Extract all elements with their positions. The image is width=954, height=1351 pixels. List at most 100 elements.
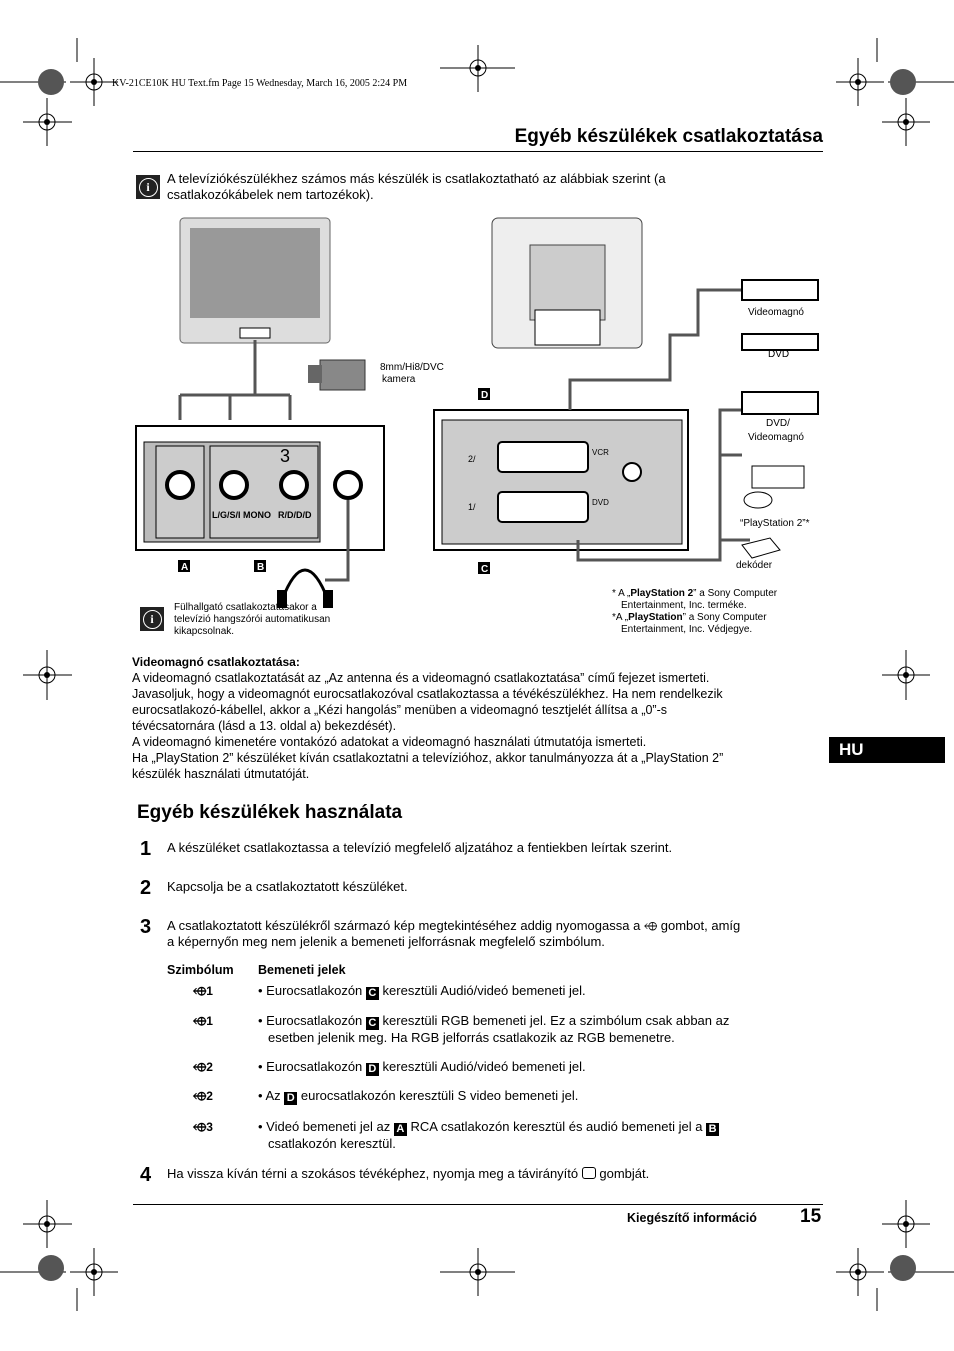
vcr-side-label: VCR: [592, 448, 609, 457]
playstation-device: [743, 465, 805, 509]
step-text: Kapcsolja be a csatlakoztatott készüléke…: [167, 879, 408, 894]
vcr-line: eurocsatlakozó-kábellel, akkor a „Kézi h…: [132, 703, 668, 717]
connector-box: D: [284, 1092, 298, 1105]
vcr-device: [741, 279, 819, 301]
step-number: 3: [140, 916, 152, 938]
scart2-label: 2/: [468, 454, 476, 464]
note-line: Fülhallgató csatlakoztatásakor a: [174, 602, 317, 613]
table-row: • Eurocsatlakozón D keresztüli Audió/vid…: [258, 1059, 586, 1076]
dvd-side-label: DVD: [592, 498, 609, 507]
jack-label-right: R/D/D/D: [278, 510, 312, 520]
note-info-icon: i: [140, 607, 164, 631]
connection-diagram: 8mm/Hi8/DVC kamera 3 L/G/S/I MONO R/D/D/…: [135, 217, 819, 608]
vcr-section: Videomagnó csatlakoztatása: A videomagnó…: [132, 654, 723, 782]
page-number: 15: [800, 1206, 822, 1227]
table-header-signal: Bemeneti jelek: [258, 963, 346, 977]
row-text: csatlakozón keresztül.: [268, 1136, 396, 1151]
input-symbol: ⬲1: [193, 1014, 213, 1029]
row-text: • Eurocsatlakozón: [258, 1013, 363, 1028]
fn-brand: PlayStation: [628, 612, 683, 623]
note-line: televízió hangszórói automatikusan: [174, 614, 331, 625]
input-icon: ⬲: [193, 1060, 207, 1074]
title-rule: [133, 151, 823, 152]
section-title: Egyéb készülékek csatlakoztatása: [514, 126, 823, 147]
row-text: keresztüli Audió/videó bemeneti jel.: [382, 983, 586, 998]
dvd-vcr-device: [741, 391, 819, 415]
info-icon: i: [136, 175, 160, 199]
usage-title: Egyéb készülékek használata: [137, 802, 403, 823]
row-text: • Az: [258, 1088, 281, 1103]
step-4-text: Ha vissza kíván térni a szokásos tévékép…: [167, 1166, 649, 1182]
row-text: esetben jelenik meg. Ha RGB jelforrás cs…: [268, 1030, 675, 1045]
connector-box: C: [365, 1017, 379, 1030]
step-number: 1: [140, 838, 152, 860]
vcr-line: Javasoljuk, hogy a videomagnót eurocsatl…: [132, 687, 723, 701]
footer-label: Kiegészítő információ: [627, 1211, 757, 1225]
step-text: gombot, amíg: [660, 918, 741, 933]
symbol-number: 1: [206, 984, 213, 998]
step-text: a képernyőn meg nem jelenik a bemeneti j…: [167, 934, 605, 949]
table-row: • Videó bemeneti jel az A RCA csatlakozó…: [258, 1119, 720, 1152]
step-text: A csatlakoztatott készülékről származó k…: [167, 918, 641, 933]
file-header: KV-21CE10K HU Text.fm Page 15 Wednesday,…: [112, 78, 408, 89]
vcr-label: Videomagnó: [748, 307, 804, 318]
label-d: D: [481, 390, 488, 401]
connector-box: B: [706, 1123, 720, 1136]
headphones-illustration: [277, 568, 333, 608]
fn-text: ” a Sony Computer: [682, 612, 767, 623]
row-text: • Eurocsatlakozón: [258, 1059, 363, 1074]
input-symbol: ⬲3: [193, 1120, 213, 1135]
input-symbol: ⬲2: [193, 1060, 213, 1075]
input-symbol: ⬲1: [193, 984, 213, 999]
dvd-vcr-label-2: Videomagnó: [748, 432, 804, 443]
row-text: eurocsatlakozón keresztüli S video bemen…: [300, 1088, 579, 1103]
table-row: • Az D eurocsatlakozón keresztüli S vide…: [258, 1088, 578, 1105]
language-tab: HU: [829, 737, 945, 763]
step-text: Ha vissza kíván térni a szokásos tévékép…: [167, 1166, 579, 1181]
table-header-symbol: Szimbólum: [167, 963, 234, 977]
row-text: keresztüli Audió/videó bemeneti jel.: [382, 1059, 586, 1074]
tv-rear-illustration: [491, 217, 643, 349]
fn-text: Entertainment, Inc. terméke.: [621, 600, 747, 611]
vcr-line: A videomagnó csatlakoztatását az „Az ant…: [132, 671, 710, 685]
camcorder-illustration: [308, 359, 366, 391]
label-c: C: [481, 564, 488, 575]
step-text: A készüléket csatlakoztassa a televízió …: [167, 840, 673, 855]
dvd-vcr-label-1: DVD/: [766, 418, 790, 429]
front-jack-panel: 3 L/G/S/I MONO R/D/D/D: [135, 425, 385, 551]
fn-brand: PlayStation 2: [630, 588, 694, 599]
vcr-line: Ha „PlayStation 2” készüléket kíván csat…: [132, 751, 724, 765]
row-text: keresztüli RGB bemeneti jel. Ez a szimbó…: [382, 1013, 730, 1028]
intro-text: A televíziókészülékhez számos más készül…: [167, 171, 666, 203]
symbol-number: 2: [206, 1060, 213, 1074]
footnote-2: *A „PlayStation” a Sony Computer: [612, 612, 777, 624]
note-line: kikapcsolnak.: [174, 626, 235, 637]
dvd-device: [741, 333, 819, 351]
connector-box: A: [393, 1123, 407, 1136]
footnotes: * A „PlayStation 2” a Sony Computer Ente…: [612, 588, 777, 636]
intro-line: A televíziókészülékhez számos más készül…: [167, 171, 666, 186]
ps2-label: “PlayStation 2”*: [740, 518, 810, 529]
camera-label-2: kamera: [382, 374, 416, 385]
input-symbol: ⬲2: [193, 1089, 213, 1104]
vcr-line: készülék használati útmutatóját.: [132, 767, 310, 781]
tv-front-illustration: [179, 217, 331, 344]
input-rgb-icon: ⬲: [193, 1014, 207, 1028]
vcr-heading: Videomagnó csatlakoztatása:: [132, 655, 300, 669]
jack-label-left: L/G/S/I MONO: [212, 510, 271, 520]
headphone-note: Fülhallgató csatlakoztatásakor a televíz…: [174, 602, 330, 638]
step-text: gombját.: [599, 1166, 650, 1181]
table-row: • Eurocsatlakozón C keresztüli RGB bemen…: [258, 1013, 729, 1046]
label-b: B: [257, 562, 264, 573]
symbol-number: 1: [206, 1014, 213, 1028]
fn-text: ” a Sony Computer: [693, 588, 778, 599]
vcr-line: A videomagnó kimenetére vontakózó adatok…: [132, 735, 647, 749]
fn-text: Entertainment, Inc. Védjegye.: [621, 624, 753, 635]
tv-button-icon: [581, 1167, 596, 1179]
footer-rule: [133, 1204, 823, 1205]
decoder-label: dekóder: [736, 560, 773, 571]
decoder-device: [741, 537, 781, 559]
footnote-1: * A „PlayStation 2” a Sony Computer: [612, 588, 777, 600]
table-row: • Eurocsatlakozón C keresztüli Audió/vid…: [258, 983, 586, 1000]
